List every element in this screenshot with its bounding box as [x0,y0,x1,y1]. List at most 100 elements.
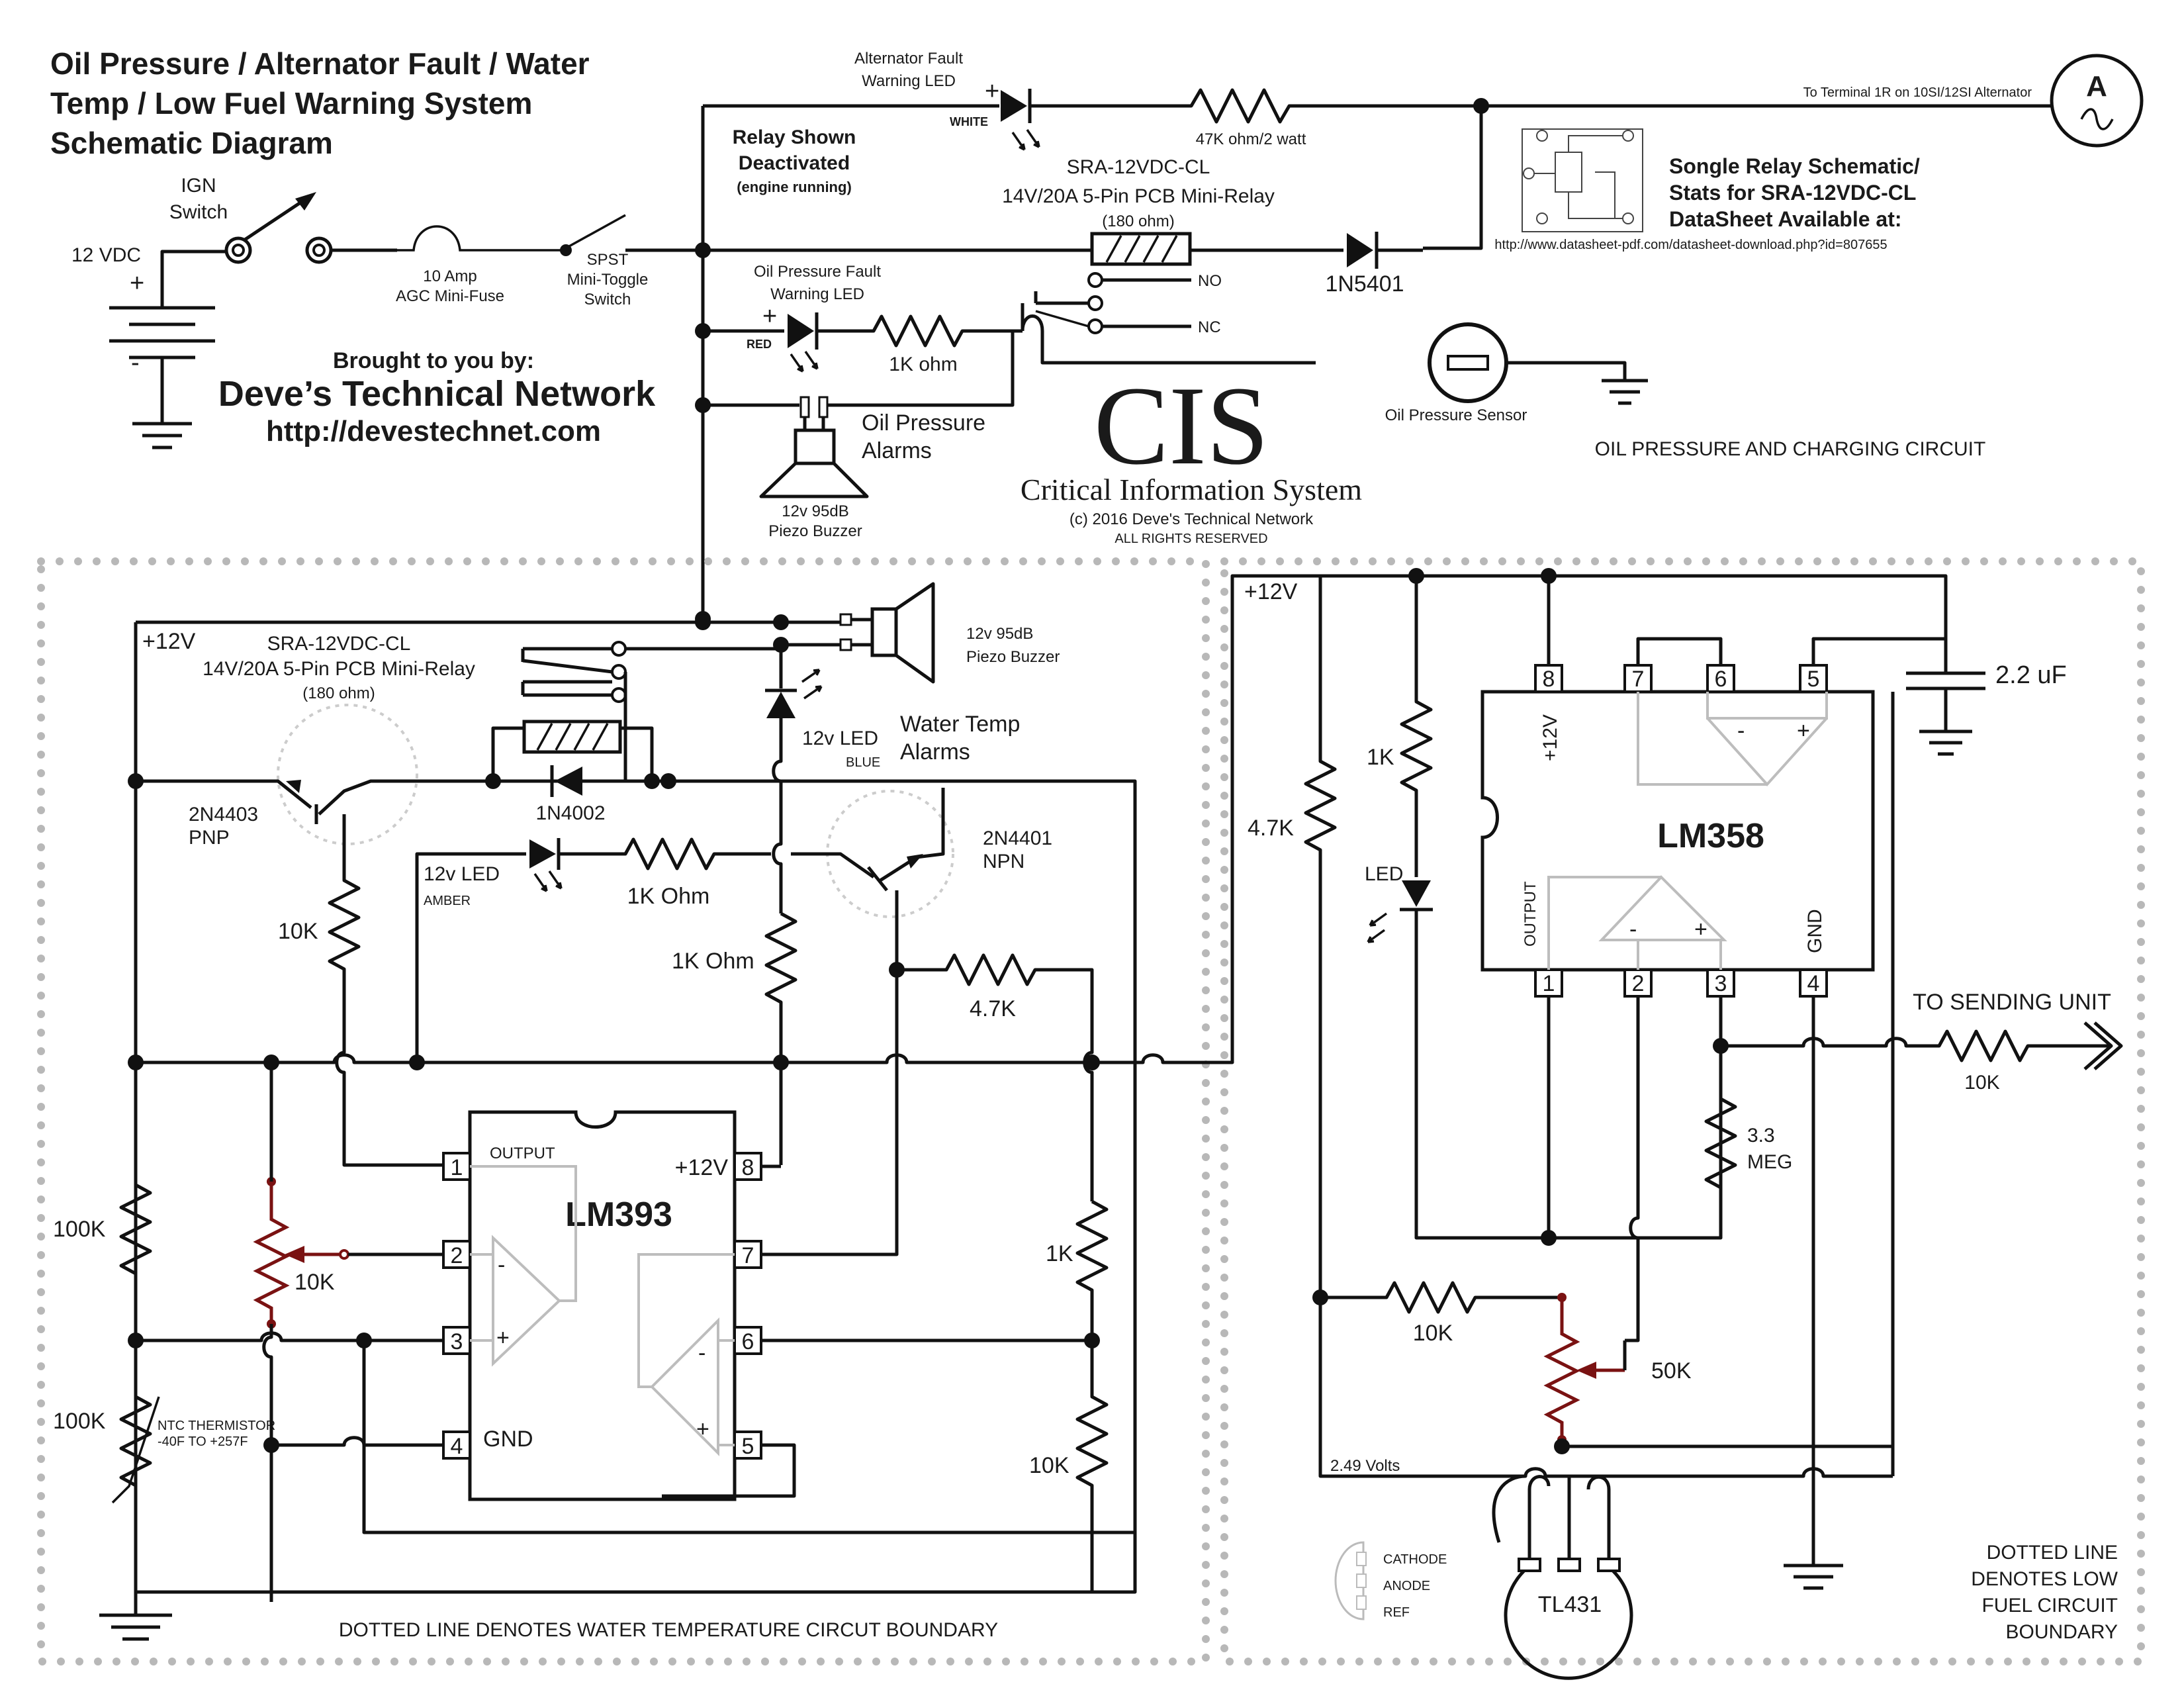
ignition-switch: IGN Switch [169,175,397,264]
relay-no-label: NO [1198,272,1222,290]
brought-by-text: Brought to you by: [333,348,534,373]
wt-relay-label-2: 14V/20A 5-Pin PCB Mini-Relay [203,658,475,680]
battery: 12 VDC + - [71,244,222,449]
lm358-b-plus: + [1694,917,1707,942]
lm393-pin-4: 4 [451,1434,463,1459]
lm393-pin-3: 3 [451,1329,463,1354]
lf-boundary-label-2: DENOTES LOW [1971,1568,2118,1590]
fuse-label-1: 10 Amp [423,267,477,285]
oil-sensor-label: Oil Pressure Sensor [1385,406,1527,424]
alt-led-color: WHITE [950,115,988,128]
lf-led-label: LED [1365,863,1403,885]
lf-r-1k-label: 1K [1367,745,1394,770]
relay-nc-label: NC [1198,318,1221,336]
cis-copyright: (c) 2016 Deve's Technical Network [1069,510,1314,528]
wt-diode-label: 1N4002 [535,802,605,824]
lm393-name: LM393 [565,1196,672,1234]
lf-r-3m3-label-2: MEG [1747,1151,1792,1173]
battery-minus: - [131,349,140,377]
lm358-vcc-label: +12V [1539,714,1561,761]
wt-led-blue-color: BLUE [846,755,880,770]
oil-led-resistor-label: 1K ohm [889,353,957,375]
title-block: Oil Pressure / Alternator Fault / Water … [50,46,590,160]
wt-thermistor-label-2: -40F TO +257F [158,1434,248,1449]
wt-pot-label: 10K [295,1270,335,1295]
lm358-name: LM358 [1657,817,1764,855]
ign-label-1: IGN [181,175,216,197]
lm393-ic: 1 2 3 4 5 6 7 8 OUTPUT +12V GND LM393 - … [442,1110,762,1501]
battery-plus: + [130,269,144,297]
lm393-pin-6: 6 [742,1329,754,1354]
wt-relay-label-1: SRA-12VDC-CL [267,633,411,655]
lf-pot-label: 50K [1651,1358,1692,1383]
lm393-pin-1: 1 [451,1155,463,1180]
spst-label-3: Switch [584,291,631,308]
lm393-pin-5: 5 [742,1434,754,1459]
lm393-output-label: OUTPUT [490,1145,555,1162]
wt-r-100k-top-label: 100K [53,1217,106,1242]
wt-blue-led [765,645,823,914]
title-line-2: Temp / Low Fuel Warning System [50,86,532,120]
spst-label-1: SPST [587,251,629,269]
alt-led-plus: + [985,77,999,105]
tl431-cathode-label: CATHODE [1383,1552,1447,1567]
wt-pot-10k [253,1177,349,1329]
lf-boundary-label-4: BOUNDARY [2006,1621,2118,1643]
lm393-vcc-label: +12V [675,1155,729,1180]
alternator-letter: A [2086,70,2107,103]
cis-logo-letters: CIS [1094,363,1269,488]
oil-relay-label-2: 14V/20A 5-Pin PCB Mini-Relay [1002,185,1275,207]
alt-resistor-label: 47K ohm/2 watt [1196,130,1306,148]
wt-npn-transistor [791,788,954,970]
lf-boundary-label-3: FUEL CIRCUIT [1981,1595,2118,1617]
lf-v12-label: +12V [1244,579,1298,604]
tl431-anode-label: ANODE [1383,1579,1430,1593]
lm358-output-label: OUTPUT [1522,881,1539,947]
lm358-b-minus: - [1629,917,1637,942]
lm358-pin-4: 4 [1807,971,1820,996]
lm358-pin-3: 3 [1715,971,1727,996]
oil-section-label: OIL PRESSURE AND CHARGING CIRCUIT [1595,438,1986,460]
lm393-b-plus: + [696,1417,709,1442]
lm358-pin-8: 8 [1543,667,1555,692]
oil-piezo-buzzer [759,396,869,498]
relay-coil [1090,232,1192,266]
title-line-3: Schematic Diagram [50,126,333,160]
relay-info-3: DataSheet Available at: [1669,207,1902,231]
lf-pot-50k [1543,1293,1625,1444]
alt-led-label-2: Warning LED [862,72,956,90]
wt-pnp-label-1: 2N4403 [189,804,258,825]
lm358-gnd-label: GND [1804,909,1826,953]
lf-ref-volts-label: 2.49 Volts [1330,1457,1400,1475]
oil-buzzer-label-2: Piezo Buzzer [768,522,862,540]
oil-alarm-label-2: Alarms [862,438,932,463]
lm393-pin-2: 2 [451,1243,463,1268]
wt-pnp-label-2: PNP [189,827,230,849]
oil-buzzer-label-1: 12v 95dB [782,502,848,520]
wt-boundary-label: DOTTED LINE DENOTES WATER TEMPERATURE CI… [339,1619,998,1641]
wt-r-1k-vert-label: 1K Ohm [672,949,754,974]
wt-piezo-buzzer [839,582,935,684]
fuse: 10 Amp AGC Mini-Fuse [396,225,563,305]
lf-cap-label: 2.2 uF [1995,661,2067,689]
tl431-label: TL431 [1538,1592,1602,1617]
spst-label-2: Mini-Toggle [567,271,649,289]
oil-pressure-sensor [1428,322,1648,405]
spst-switch: SPST Mini-Toggle Switch [560,214,703,308]
lm393-b-minus: - [698,1340,705,1366]
oil-led-label-1: Oil Pressure Fault [754,263,881,281]
credits-block: Brought to you by: Deve’s Technical Netw… [218,348,656,447]
cis-rights: ALL RIGHTS RESERVED [1115,532,1267,546]
wt-led-amber-label: 12v LED [424,863,500,885]
oil-alarm-label-1: Oil Pressure [862,410,985,436]
lm358-ic: 8 7 6 5 1 2 3 4 +12V OUTPUT GND LM358 - … [1480,664,1875,998]
lm393-a-plus: + [496,1325,510,1350]
wt-r-10k-right-label: 10K [1029,1453,1069,1478]
lm358-pin-6: 6 [1715,667,1727,692]
alt-led-label-1: Alternator Fault [854,50,963,68]
wt-thermistor-label-1: NTC THERMISTOR [158,1419,275,1433]
cis-logo-name: Critical Information System [1021,473,1362,506]
oil-relay-diode-label: 1N5401 [1325,271,1404,297]
wt-r-1k-right-label: 1K [1046,1241,1073,1266]
